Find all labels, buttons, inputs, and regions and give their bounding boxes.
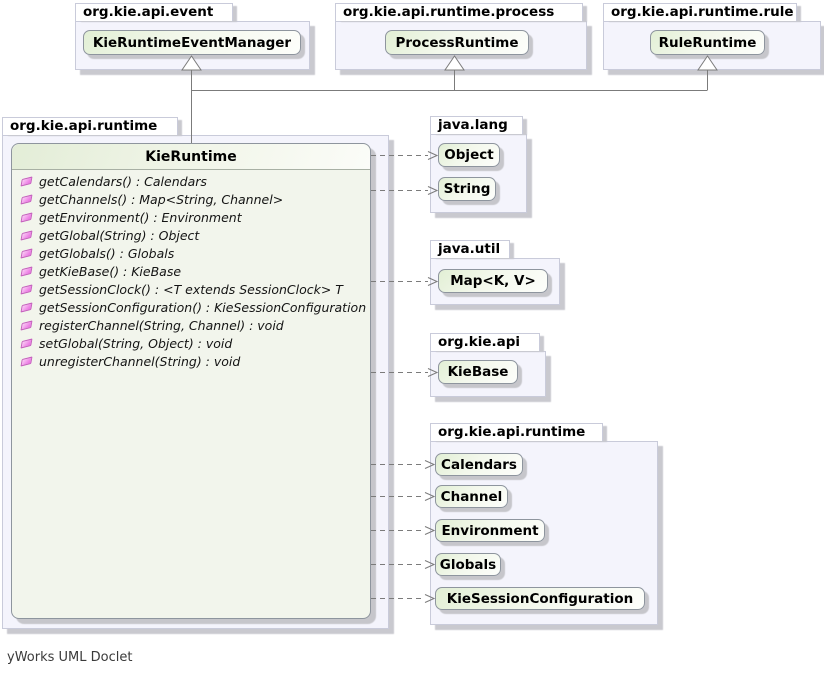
package-tab-org-kie-api-runtime-main[interactable]: org.kie.api.runtime [2,117,178,135]
package-tab-org-kie-api-runtime-process[interactable]: org.kie.api.runtime.process [335,3,583,21]
method-label: getChannels() : Map<String, Channel> [39,191,284,207]
method-label: getEnvironment() : Environment [39,209,242,225]
method-label: getSessionClock() : <T extends SessionCl… [39,281,343,297]
method-get-session-configuration[interactable]: getSessionConfiguration() : KieSessionCo… [19,298,370,316]
method-icon [20,265,33,277]
method-icon [20,301,33,313]
class-kie-base[interactable]: KieBase [438,360,518,384]
method-get-calendars[interactable]: getCalendars() : Calendars [19,172,370,190]
method-unregister-channel[interactable]: unregisterChannel(String) : void [19,352,370,370]
method-icon [20,319,33,331]
package-tab-org-kie-api[interactable]: org.kie.api [430,333,540,351]
class-globals[interactable]: Globals [435,553,501,576]
method-set-global[interactable]: setGlobal(String, Object) : void [19,334,370,352]
class-rule-runtime[interactable]: RuleRuntime [650,30,765,55]
class-calendars[interactable]: Calendars [435,453,523,476]
method-get-environment[interactable]: getEnvironment() : Environment [19,208,370,226]
method-label: setGlobal(String, Object) : void [39,335,233,351]
doclet-credit-text: yWorks UML Doclet [7,650,133,665]
package-tab-java-util[interactable]: java.util [430,240,510,258]
package-tab-org-kie-api-runtime-right[interactable]: org.kie.api.runtime [430,423,603,441]
method-icon [20,175,33,187]
method-get-session-clock[interactable]: getSessionClock() : <T extends SessionCl… [19,280,370,298]
method-get-globals[interactable]: getGlobals() : Globals [19,244,370,262]
method-get-global[interactable]: getGlobal(String) : Object [19,226,370,244]
method-icon [20,247,33,259]
method-register-channel[interactable]: registerChannel(String, Channel) : void [19,316,370,334]
method-label: getGlobal(String) : Object [39,227,200,243]
method-label: getKieBase() : KieBase [39,263,182,279]
method-label: getGlobals() : Globals [39,245,175,261]
package-tab-org-kie-api-event[interactable]: org.kie.api.event [75,3,233,21]
method-icon [20,283,33,295]
method-icon [20,193,33,205]
class-kie-runtime[interactable]: KieRuntime getCalendars() : Calendars ge… [11,143,371,619]
method-label: registerChannel(String, Channel) : void [39,317,284,333]
package-tab-java-lang[interactable]: java.lang [430,116,523,134]
class-kie-runtime-title: KieRuntime [12,144,370,170]
class-environment[interactable]: Environment [435,519,545,542]
method-icon [20,229,33,241]
method-icon [20,211,33,223]
class-kie-session-configuration[interactable]: KieSessionConfiguration [435,587,645,610]
method-label: unregisterChannel(String) : void [39,353,241,369]
method-label: getCalendars() : Calendars [39,173,207,189]
class-kie-runtime-event-manager[interactable]: KieRuntimeEventManager [83,30,301,55]
class-map[interactable]: Map<K, V> [438,269,548,293]
method-label: getSessionConfiguration() : KieSessionCo… [39,299,367,315]
class-object[interactable]: Object [438,143,500,167]
class-process-runtime[interactable]: ProcessRuntime [385,30,529,55]
class-channel[interactable]: Channel [435,485,508,508]
method-get-kie-base[interactable]: getKieBase() : KieBase [19,262,370,280]
method-list: getCalendars() : Calendars getChannels()… [12,170,370,370]
package-tab-org-kie-api-runtime-rule[interactable]: org.kie.api.runtime.rule [603,3,797,21]
method-icon [20,355,33,367]
class-string[interactable]: String [438,177,496,201]
method-icon [20,337,33,349]
method-get-channels[interactable]: getChannels() : Map<String, Channel> [19,190,370,208]
